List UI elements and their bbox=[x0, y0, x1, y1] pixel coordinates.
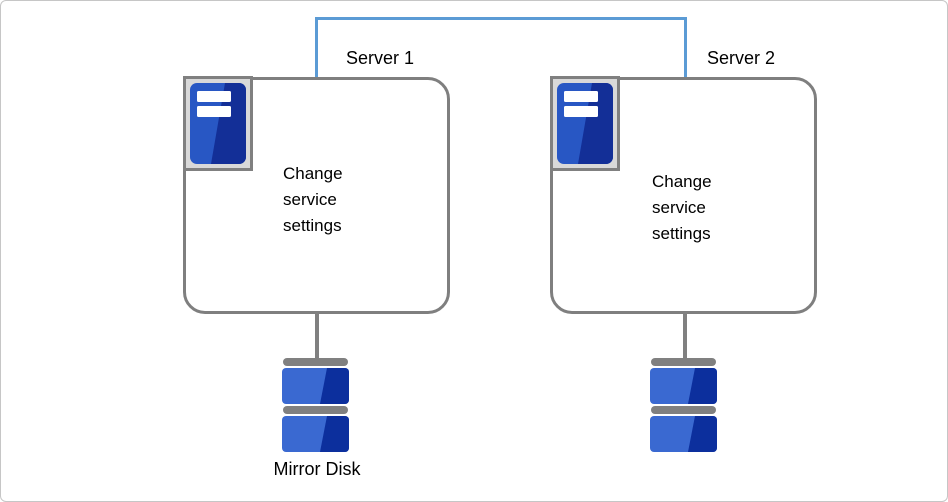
server2-disk-stem bbox=[683, 312, 687, 360]
server2-frame bbox=[550, 76, 620, 171]
server2-body-text: Change service settings bbox=[652, 172, 712, 243]
mirror-disk-label: Mirror Disk bbox=[273, 459, 361, 479]
server1-label: Server 1 bbox=[346, 48, 415, 68]
interconnect-drop-right bbox=[684, 17, 687, 77]
server1-disk-stem bbox=[315, 312, 319, 360]
mirror-disk-icon bbox=[282, 358, 349, 453]
interconnect-line bbox=[315, 17, 687, 20]
mirror-disk-icon bbox=[650, 358, 717, 453]
server2-label: Server 2 bbox=[707, 48, 776, 68]
server-tower-icon bbox=[557, 83, 613, 164]
interconnect-drop-left bbox=[315, 17, 318, 77]
server1-frame bbox=[183, 76, 253, 171]
server-tower-icon bbox=[190, 83, 246, 164]
server1-body-text: Change service settings bbox=[283, 164, 343, 235]
